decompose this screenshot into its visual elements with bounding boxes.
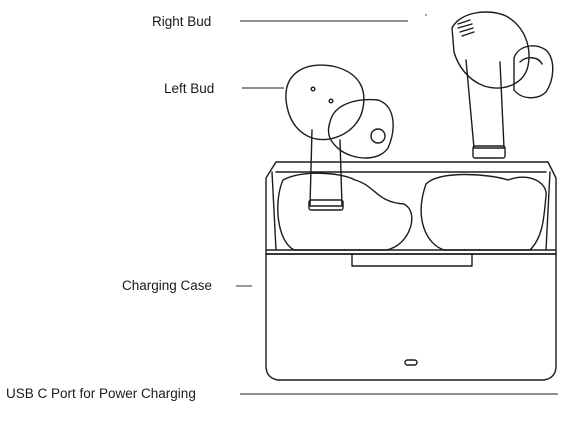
left-bud-drawing bbox=[285, 64, 394, 211]
right-bud-label: Right Bud bbox=[152, 14, 212, 29]
charging-case bbox=[265, 161, 557, 381]
left-bud-label: Left Bud bbox=[164, 81, 215, 96]
right-bud-drawing bbox=[425, 11, 554, 159]
charging-case-label: Charging Case bbox=[122, 278, 213, 293]
status-led bbox=[404, 359, 418, 366]
usb-port-label: USB C Port for Power Charging bbox=[6, 386, 196, 401]
